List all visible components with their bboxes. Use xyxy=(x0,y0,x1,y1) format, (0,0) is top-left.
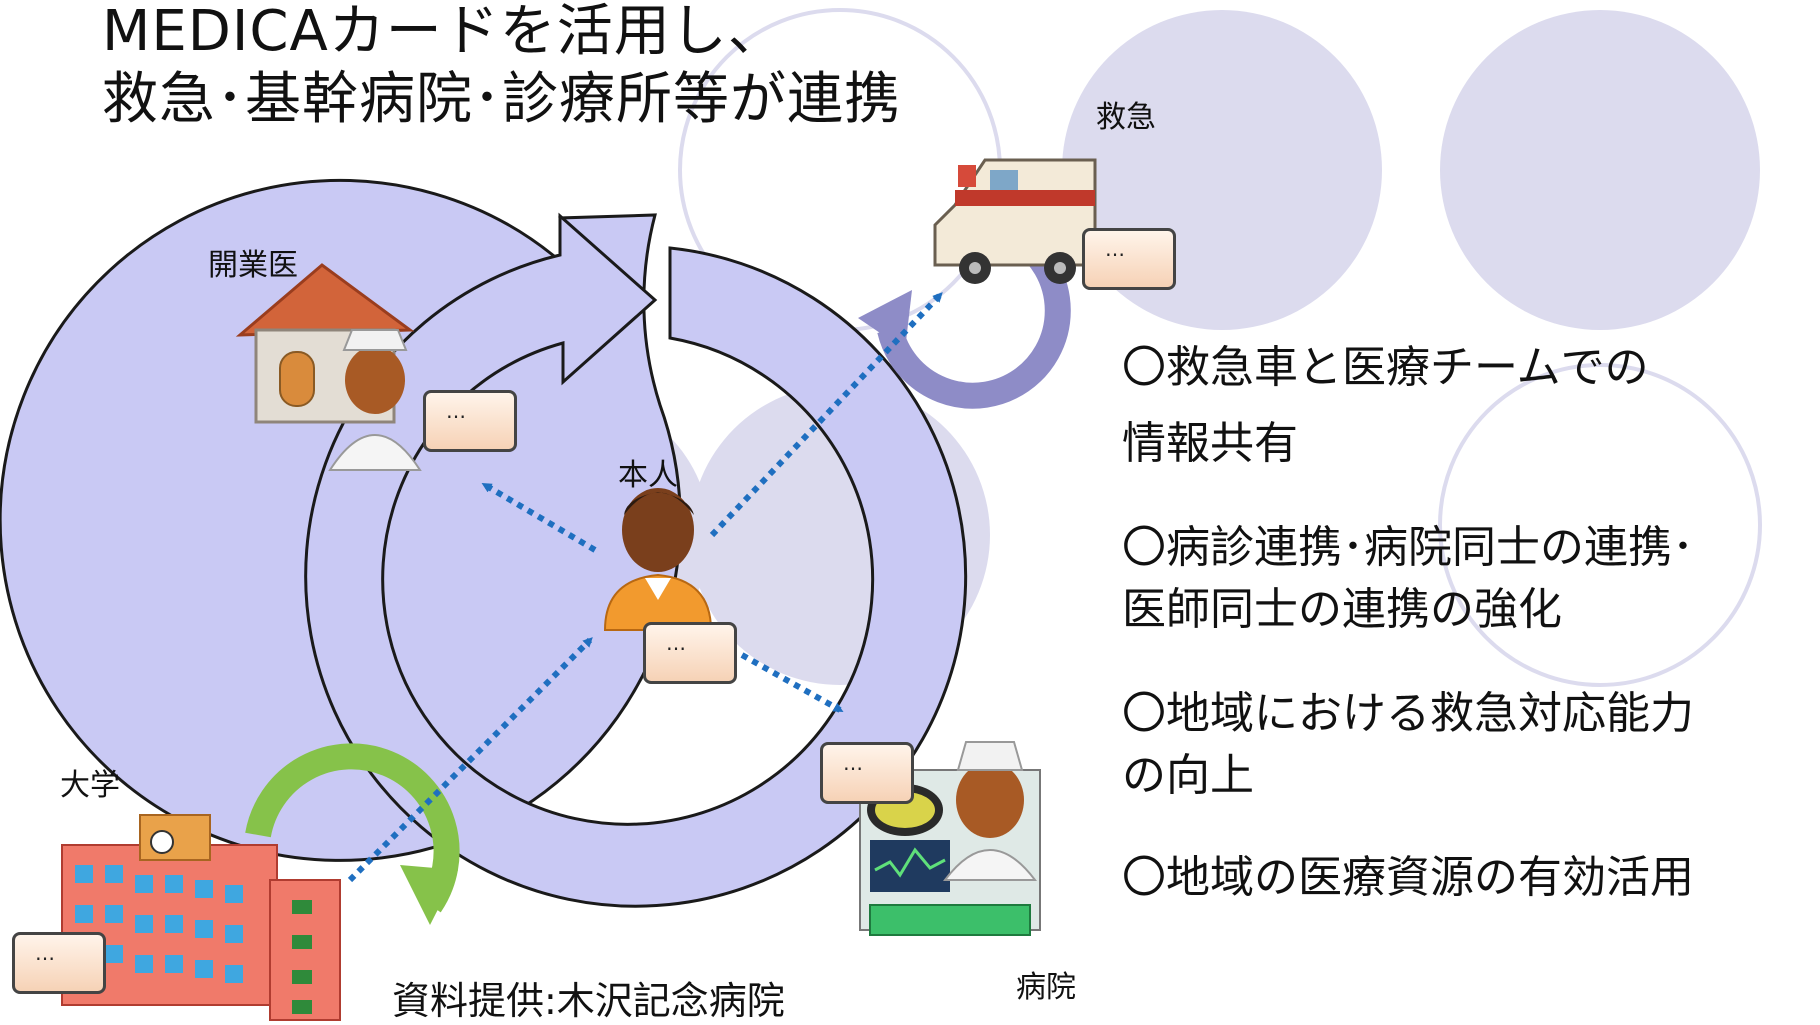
medica-card-byoin: … xyxy=(820,742,914,804)
arrow-to-kaigyoui xyxy=(481,482,597,553)
node-label-kaigyoui: 開業医 xyxy=(208,248,298,283)
node-label-byoin: 病院 xyxy=(1016,970,1076,1005)
arrow-from-university xyxy=(347,637,593,883)
medica-card-honnin: … xyxy=(643,622,737,684)
source-credit: 資料提供:木沢記念病院 xyxy=(392,979,785,1023)
ambulance-icon xyxy=(933,158,1097,284)
title-line-1: MEDICAカードを活用し、 xyxy=(102,0,785,64)
clinic-house-doctor-icon xyxy=(235,263,422,471)
point-line: 医師同士の連携の強化 xyxy=(1122,584,1562,635)
point-line: 〇病診連携･病院同士の連携･ xyxy=(1122,522,1694,573)
patient-person-icon xyxy=(603,488,713,631)
point-line: 〇地域の医療資源の有効活用 xyxy=(1122,852,1694,903)
point-line: 情報共有 xyxy=(1122,418,1298,469)
university-cycle-arrow xyxy=(245,743,460,925)
node-label-kyukyu: 救急 xyxy=(1096,100,1156,135)
main-cycle-ring xyxy=(0,178,968,908)
bg-circle xyxy=(1440,10,1760,330)
point-line: 〇地域における救急対応能力 xyxy=(1122,688,1694,739)
title-line-2: 救急･基幹病院･診療所等が連携 xyxy=(102,67,901,132)
university-building-icon xyxy=(61,814,341,1021)
node-label-honnin: 本人 xyxy=(618,458,678,493)
hospital-surgeon-icon xyxy=(859,741,1041,936)
medica-card-kaigyoui: … xyxy=(423,390,517,452)
medica-card-daigaku: … xyxy=(12,932,106,994)
medica-card-kyukyu: … xyxy=(1082,228,1176,290)
node-label-daigaku: 大学 xyxy=(60,768,120,803)
bg-circle-outline xyxy=(1438,363,1762,687)
point-line: 〇救急車と医療チームでの xyxy=(1122,342,1649,393)
point-line: の向上 xyxy=(1122,750,1254,801)
